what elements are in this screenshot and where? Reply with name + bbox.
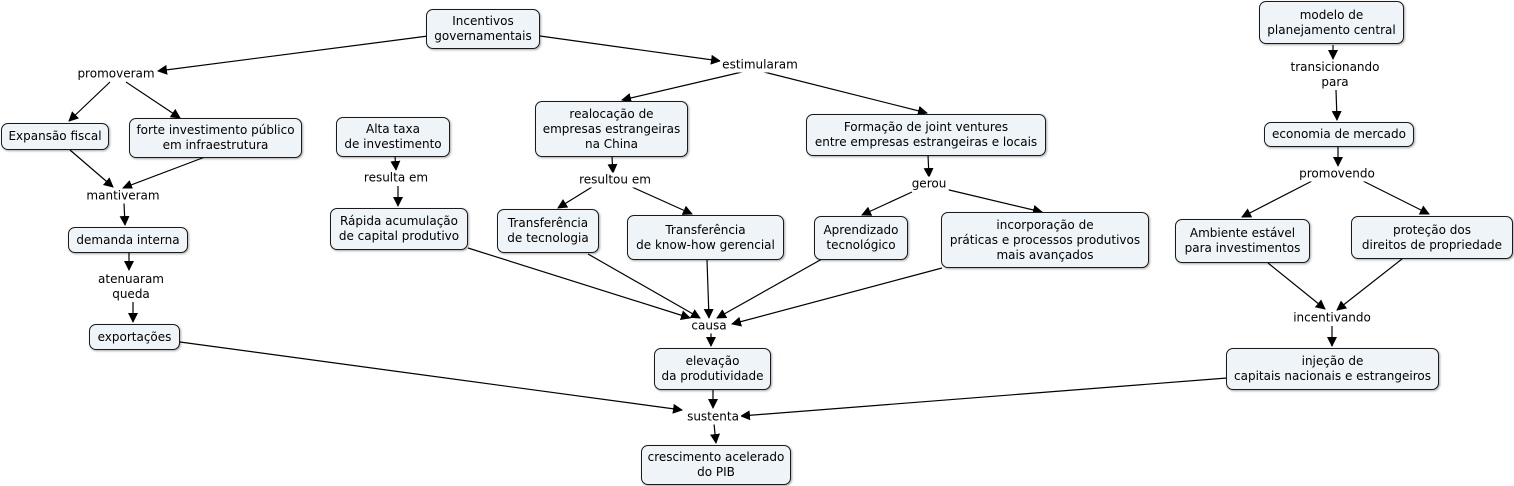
connector	[69, 149, 114, 188]
connector	[716, 258, 823, 319]
connector	[731, 267, 943, 327]
link-atenuaram-queda: atenuaram queda	[96, 272, 166, 302]
connector	[1241, 180, 1313, 218]
connector	[587, 253, 701, 319]
link-mantiveram: mantiveram	[84, 188, 162, 204]
concept-transferencia-know-how[interactable]: Transferência de know-how gerencial	[627, 215, 784, 260]
connector	[557, 186, 593, 209]
connector	[861, 191, 913, 216]
concept-forte-investimento[interactable]: forte investimento público em infraestru…	[129, 118, 302, 158]
connector	[539, 35, 721, 65]
connector	[710, 423, 721, 444]
link-sustenta: sustenta	[685, 409, 741, 425]
connector	[607, 156, 618, 174]
concept-elevacao-produtividade[interactable]: elevação da produtividade	[654, 348, 771, 390]
concept-modelo-planejamento[interactable]: modelo de planejamento central	[1259, 1, 1404, 44]
link-causa: causa	[689, 318, 729, 334]
concept-crescimento-pib[interactable]: crescimento acelerado do PIB	[641, 445, 791, 485]
concept-realocacao[interactable]: realocação de empresas estrangeiras na C…	[535, 101, 688, 157]
concept-alta-taxa[interactable]: Alta taxa de investimento	[336, 117, 450, 157]
concept-economia-mercado[interactable]: economia de mercado	[1264, 122, 1414, 147]
concept-ambiente-estavel[interactable]: Ambiente estável para investimentos	[1175, 219, 1310, 263]
concept-exportacoes[interactable]: exportações	[89, 324, 180, 350]
concept-incorporacao[interactable]: incorporação de práticas e processos pro…	[941, 212, 1149, 268]
link-transicionando-para: transicionando para	[1288, 60, 1382, 90]
connector	[68, 81, 111, 122]
concept-aprendizado-tecnologico[interactable]: Aprendizado tecnológico	[814, 216, 908, 260]
concept-injecao-capitais[interactable]: injeção de capitais nacionais e estrange…	[1226, 348, 1439, 390]
connector	[923, 154, 934, 178]
connector	[467, 247, 691, 321]
concept-demanda-interna[interactable]: demanda interna	[68, 227, 188, 253]
connector	[179, 341, 683, 414]
connector	[703, 259, 714, 319]
link-promovendo: promovendo	[1297, 166, 1377, 182]
connector	[621, 71, 743, 103]
connector	[122, 156, 206, 190]
link-gerou: gerou	[909, 176, 949, 192]
concept-expansao-fiscal[interactable]: Expansão fiscal	[1, 123, 109, 150]
connector	[740, 377, 1228, 421]
connector	[157, 35, 429, 75]
concept-protecao-direitos[interactable]: proteção dos direitos de propriedade	[1351, 216, 1513, 259]
concept-transferencia-tecnologia[interactable]: Transferência de tecnologia	[497, 209, 599, 253]
connector	[631, 186, 693, 215]
link-estimularam: estimularam	[720, 57, 800, 73]
link-resulta-em: resulta em	[361, 170, 431, 186]
connector	[763, 71, 928, 116]
connector	[1336, 258, 1403, 311]
link-incentivando: incentivando	[1291, 310, 1373, 326]
link-promoveram: promoveram	[75, 66, 157, 82]
connector	[390, 155, 401, 171]
link-resultou-em: resultou em	[577, 172, 653, 188]
concept-rapida-acumulacao[interactable]: Rápida acumulação de capital produtivo	[330, 208, 468, 250]
concept-incentivos-governamentais[interactable]: Incentivos governamentais	[426, 9, 540, 49]
concept-formacao-joint-ventures[interactable]: Formação de joint ventures entre empresa…	[806, 114, 1046, 156]
connector	[944, 188, 1043, 215]
connector	[119, 202, 130, 226]
connector	[1267, 262, 1326, 310]
connector	[1331, 89, 1342, 121]
connector	[1362, 180, 1430, 215]
connector	[125, 81, 181, 119]
